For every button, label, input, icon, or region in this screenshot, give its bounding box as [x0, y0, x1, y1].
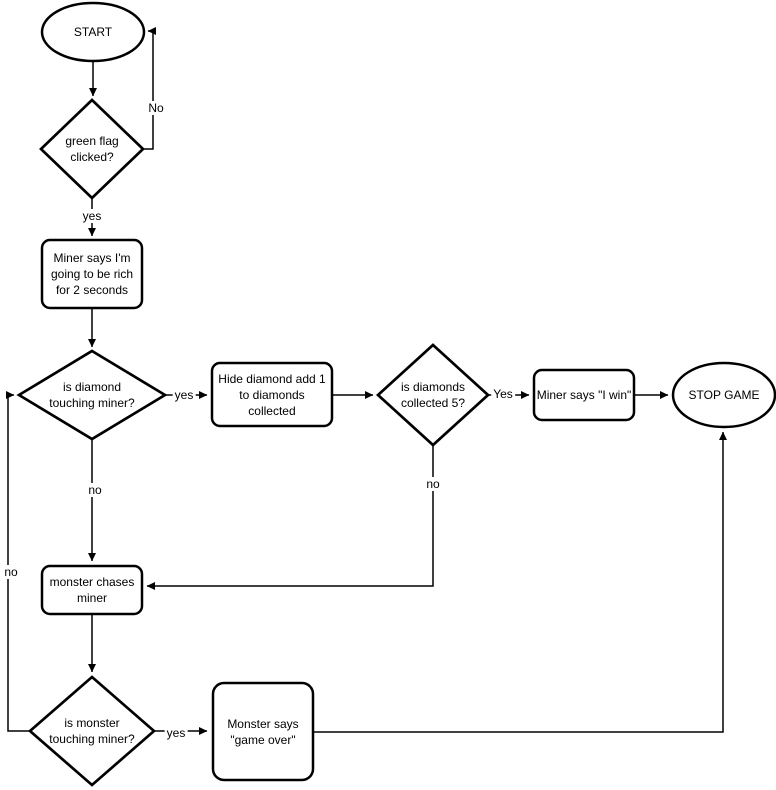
- node-start-shape: [40, 1, 146, 63]
- node-stop-shape: [671, 361, 776, 429]
- node-game-over-shape: [211, 681, 315, 782]
- node-hide-diamond-shape: [210, 361, 334, 428]
- edge-monster-touch-no-loop: [6, 391, 30, 732]
- node-diamonds-five-decision-shape: [375, 343, 491, 447]
- edge-green-flag-no-loop: [141, 27, 156, 150]
- node-monster-chase-shape: [40, 564, 144, 616]
- node-green-flag-decision-shape: [39, 98, 145, 200]
- node-diamond-touch-decision-shape: [16, 349, 168, 441]
- node-monster-touch-decision-shape: [27, 675, 157, 787]
- edge-gameover-to-stop: [313, 431, 727, 733]
- edge-diamonds-five-no: [146, 445, 434, 590]
- node-miner-rich-shape: [40, 238, 144, 310]
- node-miner-win-shape: [532, 368, 636, 422]
